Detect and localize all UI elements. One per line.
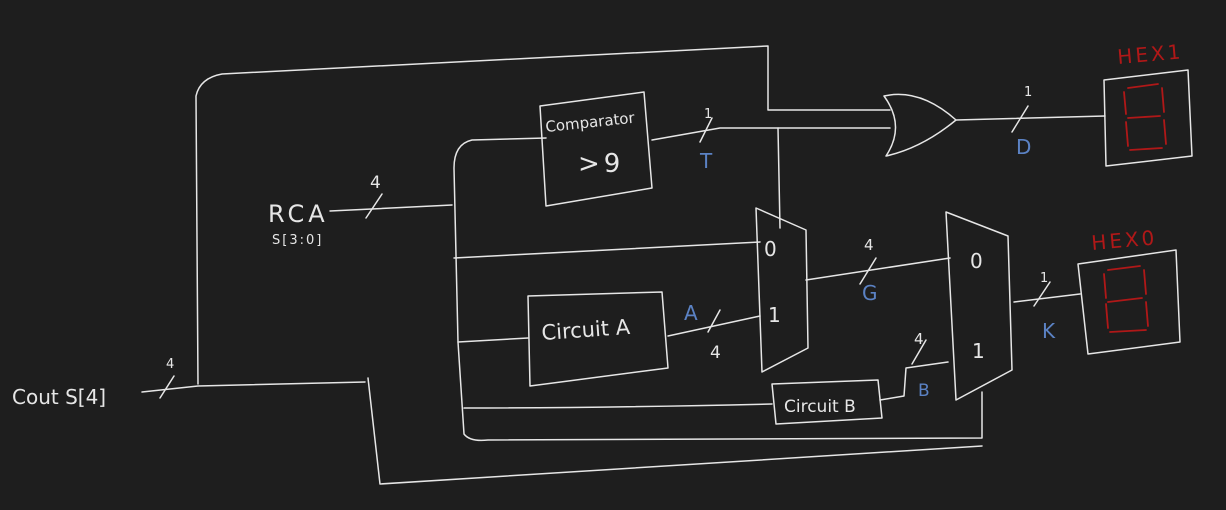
width-g: 4 bbox=[864, 236, 874, 254]
signal-a: A bbox=[684, 301, 698, 325]
width-cout: 4 bbox=[166, 357, 174, 372]
signal-t: T bbox=[699, 149, 713, 173]
rca-label: RCA bbox=[268, 200, 329, 228]
d-slash bbox=[1011, 105, 1029, 133]
wires bbox=[141, 45, 1106, 485]
circuit-a-in-wire bbox=[457, 337, 529, 343]
rca-bus-label: S[3:0] bbox=[272, 233, 323, 248]
width-t: 1 bbox=[704, 107, 712, 122]
signal-g: G bbox=[862, 281, 878, 305]
cout-slash bbox=[159, 375, 175, 399]
circuit-b-in-wire bbox=[463, 403, 773, 409]
hex0-display bbox=[1077, 249, 1181, 355]
or-gate bbox=[883, 93, 957, 157]
a-slash bbox=[707, 309, 721, 333]
signal-d: D bbox=[1016, 135, 1031, 159]
hex1-frame bbox=[1103, 69, 1193, 167]
b-wire bbox=[879, 361, 949, 401]
width-b: 4 bbox=[914, 330, 924, 348]
t-slash bbox=[699, 117, 713, 143]
hex1-segments bbox=[1123, 83, 1167, 151]
signal-b: B bbox=[918, 381, 930, 401]
cout-wire bbox=[141, 381, 366, 393]
a-wire bbox=[667, 315, 761, 337]
circuit-b-block bbox=[771, 379, 883, 425]
comparator-condition: >9 bbox=[578, 149, 624, 179]
mux1-in0-wire bbox=[453, 241, 761, 259]
width-k: 1 bbox=[1040, 271, 1048, 286]
rca-slash bbox=[365, 193, 383, 219]
mux1-in0-label: 0 bbox=[764, 237, 777, 261]
comparator-block bbox=[539, 91, 653, 207]
g-slash bbox=[859, 257, 877, 285]
mux1-select-wire bbox=[777, 127, 781, 229]
hex0-frame bbox=[1077, 249, 1181, 355]
cout-label: Cout S[4] bbox=[12, 385, 106, 409]
width-d: 1 bbox=[1024, 85, 1032, 100]
mux-1 bbox=[755, 207, 809, 373]
text-labels: HEX1 HEX0 Comparator >9 RCA S[3:0] Cout … bbox=[12, 39, 1184, 417]
g-wire bbox=[805, 257, 951, 281]
rca-wire bbox=[329, 204, 453, 212]
hex0-label: HEX0 bbox=[1090, 225, 1158, 255]
mux2-in1-label: 1 bbox=[972, 339, 985, 363]
width-a: 4 bbox=[710, 343, 721, 363]
blocks bbox=[527, 91, 1013, 425]
k-wire bbox=[1013, 293, 1081, 303]
mux-2 bbox=[945, 211, 1013, 401]
b-slash bbox=[911, 339, 927, 365]
t-wire bbox=[651, 127, 891, 141]
mux2-in0-label: 0 bbox=[970, 249, 983, 273]
circuit-b-label: Circuit B bbox=[784, 397, 856, 417]
circuit-a-block bbox=[527, 291, 669, 387]
comparator-label: Comparator bbox=[545, 109, 637, 136]
circuit-a-label: Circuit A bbox=[541, 315, 632, 345]
rca-bus-wire bbox=[453, 137, 983, 442]
mux1-in1-label: 1 bbox=[768, 303, 781, 327]
width-rca: 4 bbox=[370, 173, 381, 193]
cout-loop-wire bbox=[367, 377, 983, 485]
bus-slashes bbox=[159, 105, 1051, 399]
hex0-segments bbox=[1103, 265, 1149, 333]
hex1-display bbox=[1103, 69, 1193, 167]
signal-k: K bbox=[1042, 319, 1056, 343]
cout-to-or-wire bbox=[195, 45, 891, 385]
hex1-label: HEX1 bbox=[1116, 39, 1184, 69]
d-wire bbox=[955, 115, 1106, 121]
k-slash bbox=[1033, 281, 1051, 307]
